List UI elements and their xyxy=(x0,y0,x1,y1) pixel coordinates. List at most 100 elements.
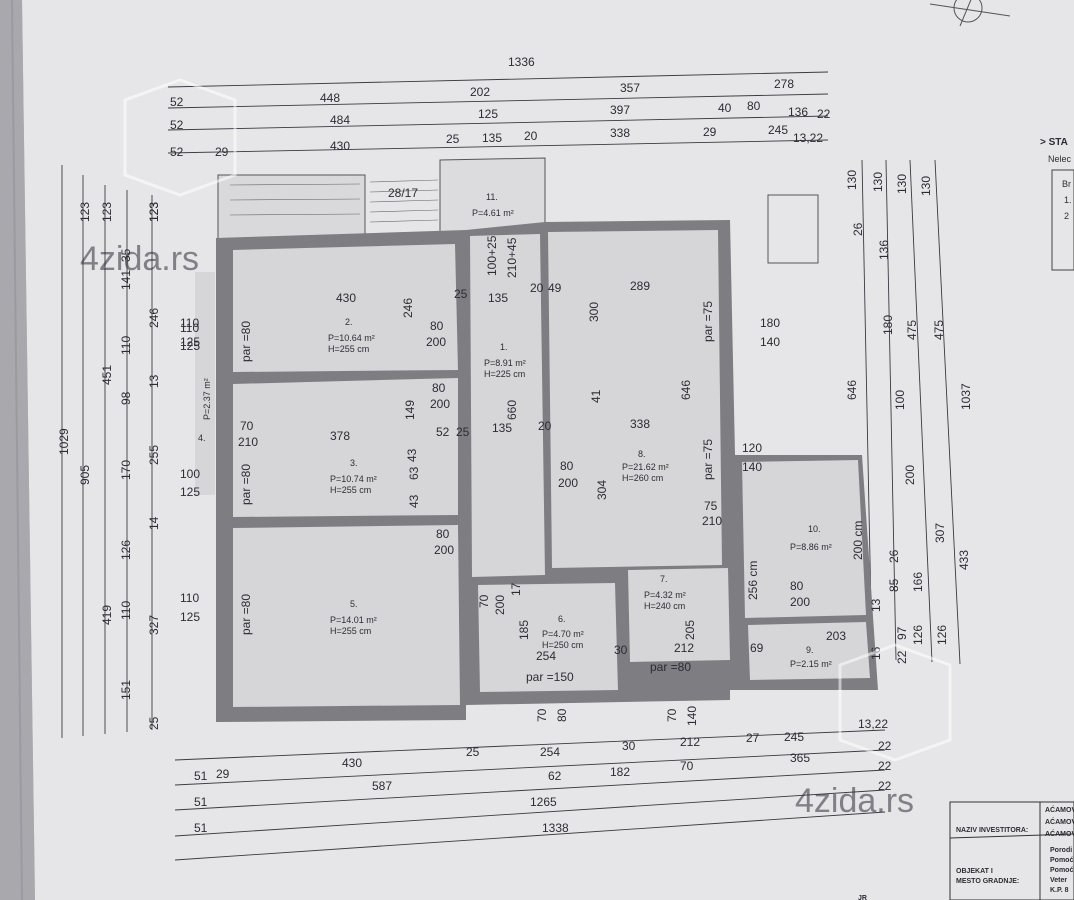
svg-text:P=2.37 m²: P=2.37 m² xyxy=(202,378,212,420)
svg-text:H=255 cm: H=255 cm xyxy=(330,626,371,636)
svg-text:365: 365 xyxy=(790,751,810,765)
svg-text:70: 70 xyxy=(680,759,694,773)
title-block: NAZIV INVESTITORA: AĆAMOV AĆAMOV AĆAMOV … xyxy=(858,801,1074,900)
svg-text:475: 475 xyxy=(905,320,919,340)
svg-text:430: 430 xyxy=(330,139,350,153)
svg-text:H=255 cm: H=255 cm xyxy=(330,485,371,495)
svg-text:26: 26 xyxy=(851,222,865,236)
svg-text:70: 70 xyxy=(535,708,549,722)
svg-text:70: 70 xyxy=(477,594,491,608)
svg-text:Porodi: Porodi xyxy=(1050,847,1072,854)
svg-text:69: 69 xyxy=(750,641,764,655)
svg-text:4.: 4. xyxy=(198,433,206,443)
svg-text:52: 52 xyxy=(436,425,450,439)
svg-text:52: 52 xyxy=(170,145,184,159)
svg-text:419: 419 xyxy=(100,605,114,625)
svg-text:K.P. 8: K.P. 8 xyxy=(1050,887,1069,894)
room-1-floor xyxy=(470,234,545,577)
left-dimension-texts: 1029 905 451 419 151 25 123 123 141 110 … xyxy=(57,202,200,730)
svg-text:par =75: par =75 xyxy=(701,439,715,480)
svg-text:451: 451 xyxy=(100,365,114,385)
svg-text:200: 200 xyxy=(493,595,507,615)
svg-text:126: 126 xyxy=(935,625,949,645)
svg-text:100+25: 100+25 xyxy=(485,235,499,276)
svg-text:17: 17 xyxy=(509,582,523,596)
svg-text:210+45: 210+45 xyxy=(505,237,519,278)
svg-text:1.: 1. xyxy=(1064,195,1072,205)
svg-text:448: 448 xyxy=(320,91,340,105)
right-dimension-texts: 130 130 130 130 26 136 180 475 475 646 1… xyxy=(845,170,973,664)
svg-text:2: 2 xyxy=(1064,211,1069,221)
svg-text:P=4.61 m²: P=4.61 m² xyxy=(472,208,514,218)
svg-text:110: 110 xyxy=(180,591,199,605)
svg-text:P=2.15 m²: P=2.15 m² xyxy=(790,659,832,669)
svg-text:203: 203 xyxy=(826,629,846,643)
svg-text:130: 130 xyxy=(919,176,933,196)
svg-text:110: 110 xyxy=(119,336,133,355)
svg-text:256 cm: 256 cm xyxy=(746,561,760,600)
svg-text:212: 212 xyxy=(674,641,694,655)
svg-text:289: 289 xyxy=(630,279,650,293)
svg-text:41: 41 xyxy=(589,389,603,403)
svg-text:304: 304 xyxy=(595,480,609,500)
svg-text:149: 149 xyxy=(403,400,417,420)
svg-text:H=240 cm: H=240 cm xyxy=(644,601,685,611)
svg-text:125: 125 xyxy=(180,339,200,353)
svg-text:378: 378 xyxy=(330,429,350,443)
svg-text:H=260 cm: H=260 cm xyxy=(622,473,663,483)
svg-text:9.: 9. xyxy=(806,645,814,655)
svg-text:151: 151 xyxy=(119,680,133,700)
svg-text:300: 300 xyxy=(587,302,601,322)
svg-text:327: 327 xyxy=(147,615,161,635)
svg-text:140: 140 xyxy=(685,706,699,726)
svg-text:AĆAMOV: AĆAMOV xyxy=(1045,805,1074,814)
svg-text:30: 30 xyxy=(614,643,628,657)
room-3-label: 3.P=10.74 m²H=255 cm xyxy=(330,458,377,495)
svg-text:10.: 10. xyxy=(808,524,821,534)
svg-text:par =75: par =75 xyxy=(701,301,715,342)
side-table: > STA Nelec Br 1. 2 xyxy=(1040,137,1074,271)
svg-text:20: 20 xyxy=(538,419,552,433)
svg-text:123: 123 xyxy=(147,202,161,222)
svg-text:par =150: par =150 xyxy=(526,670,574,684)
svg-text:AĆAMOV: AĆAMOV xyxy=(1045,829,1074,838)
dimension-lines xyxy=(61,71,961,861)
svg-text:par =80: par =80 xyxy=(650,660,691,674)
svg-text:135: 135 xyxy=(492,421,512,435)
svg-text:13,22: 13,22 xyxy=(858,717,888,731)
svg-text:> STA: > STA xyxy=(1040,137,1068,148)
svg-text:587: 587 xyxy=(372,779,392,793)
svg-text:22: 22 xyxy=(817,107,831,121)
svg-text:210: 210 xyxy=(702,514,722,528)
room-1-label: 1.P=8.91 m²H=225 cm xyxy=(484,342,526,379)
room-9-label: 9. P=2.15 m² xyxy=(790,645,832,669)
svg-text:62: 62 xyxy=(548,769,562,783)
svg-text:180: 180 xyxy=(760,316,780,330)
svg-text:484: 484 xyxy=(330,113,350,127)
svg-text:430: 430 xyxy=(342,756,362,770)
svg-text:246: 246 xyxy=(147,308,161,328)
room-2-floor xyxy=(233,244,458,372)
svg-text:Nelec: Nelec xyxy=(1048,154,1072,164)
svg-text:22: 22 xyxy=(878,779,892,793)
svg-text:130: 130 xyxy=(871,172,885,192)
svg-text:28/17: 28/17 xyxy=(388,186,418,200)
room-2-label: 2.P=10.64 m²H=255 cm xyxy=(328,317,375,354)
svg-text:30: 30 xyxy=(622,739,636,753)
svg-text:307: 307 xyxy=(933,523,947,543)
svg-text:200: 200 xyxy=(434,543,454,557)
svg-text:130: 130 xyxy=(845,170,859,190)
svg-text:123: 123 xyxy=(100,202,114,222)
svg-text:110: 110 xyxy=(180,316,199,330)
svg-text:Br: Br xyxy=(1062,179,1071,189)
bottom-dimension-texts: 430 25 254 30 212 27 245 13,22 51 29 587… xyxy=(194,706,892,835)
svg-text:200: 200 xyxy=(790,595,810,609)
svg-text:80: 80 xyxy=(430,319,444,333)
svg-text:80: 80 xyxy=(432,381,446,395)
svg-text:51: 51 xyxy=(194,769,208,783)
svg-text:200: 200 xyxy=(903,465,917,485)
room-5-floor xyxy=(233,525,460,707)
svg-text:70: 70 xyxy=(665,708,679,722)
svg-text:278: 278 xyxy=(774,77,794,91)
svg-text:22: 22 xyxy=(878,759,892,773)
